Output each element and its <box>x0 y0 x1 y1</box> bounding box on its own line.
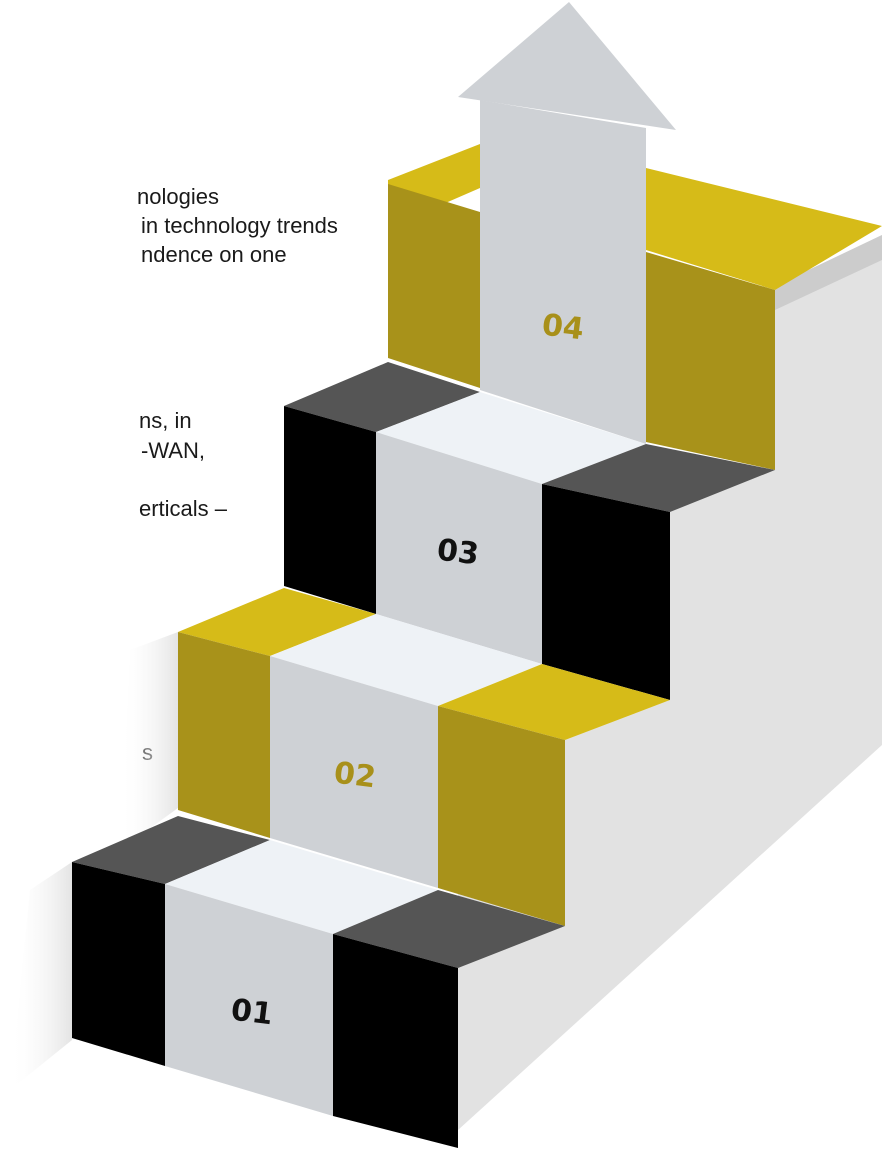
step1-front-center <box>165 884 333 1116</box>
step2-top-right <box>438 664 670 740</box>
step3-front-right <box>542 484 670 700</box>
arrow-shaft <box>480 100 646 444</box>
step2-top-left <box>178 588 376 656</box>
step2-front-center <box>270 656 438 888</box>
step3-front-left <box>284 406 376 614</box>
staircase-side-wall-shade <box>775 235 882 310</box>
step-shadow <box>10 862 72 1090</box>
step1-top-right <box>333 890 565 968</box>
step1-front-left <box>72 862 165 1066</box>
text-line-4: ns, in <box>139 408 192 433</box>
step4-top-right <box>646 168 882 290</box>
step1-label: 01 <box>229 993 275 1033</box>
step3-top-center <box>376 392 646 484</box>
step4-front-left <box>388 184 480 388</box>
step1-top-center <box>165 840 438 934</box>
step1-top-left <box>72 816 270 884</box>
step2-top-center <box>270 614 542 706</box>
text-line-2: in technology trends <box>141 213 338 238</box>
step2-label: 02 <box>332 756 378 796</box>
step3-front-center <box>376 432 542 664</box>
text-line-5: -WAN, <box>141 438 205 463</box>
step2-front-left <box>178 632 270 838</box>
step-shadow <box>120 632 178 850</box>
arrow-head <box>458 2 676 130</box>
text-line-6: erticals – <box>139 496 228 521</box>
text-line-3: ndence on one <box>141 242 287 267</box>
step4-label: 04 <box>540 308 586 348</box>
step3-label: 03 <box>435 533 481 573</box>
step4-front-right <box>646 252 775 470</box>
step3-top-right <box>542 444 775 512</box>
step1-front-right <box>333 934 458 1148</box>
text-line-1: nologies <box>137 184 219 209</box>
step2-front-right <box>438 706 565 926</box>
step3-top-left <box>284 362 480 432</box>
